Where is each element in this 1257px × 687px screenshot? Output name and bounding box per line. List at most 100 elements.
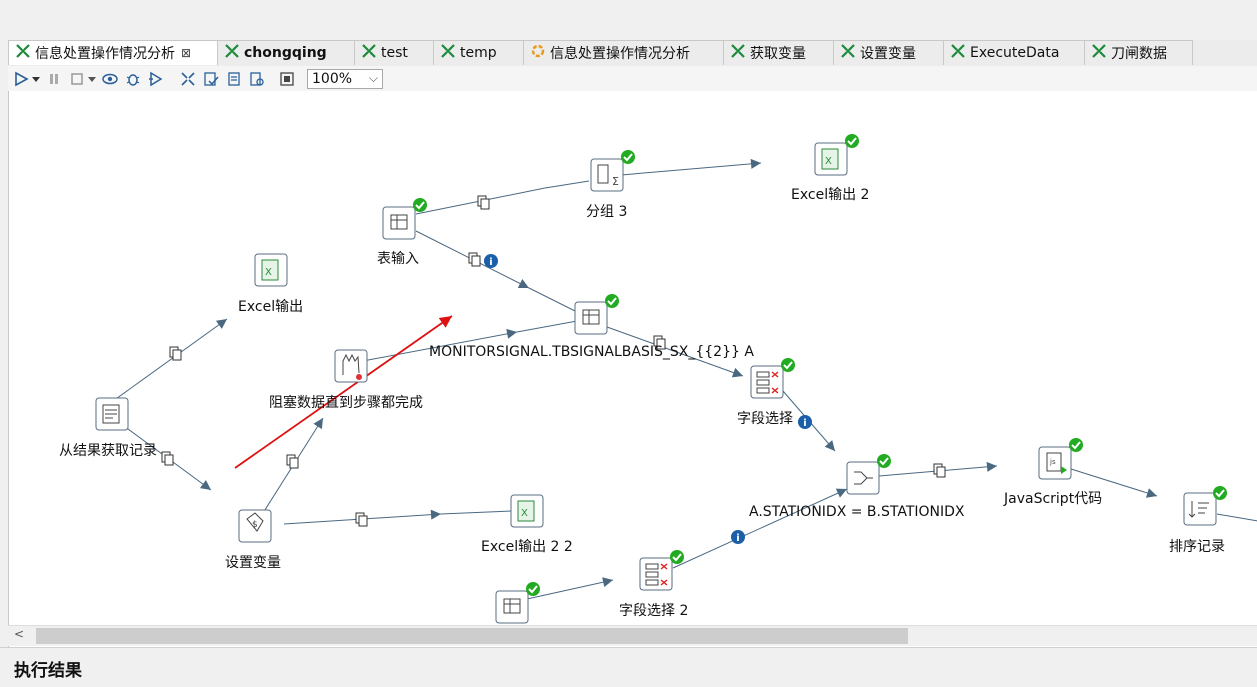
step-label: 字段选择	[737, 411, 793, 427]
step-label: 表输入	[377, 251, 419, 267]
hop-layer: i i i Σ X X	[95, 134, 1257, 624]
left-edge	[0, 40, 8, 647]
tab-8[interactable]: 刀闸数据	[1085, 40, 1193, 65]
svg-text:js: js	[1049, 458, 1056, 466]
show-results-icon[interactable]	[277, 69, 297, 89]
hop-line[interactable]	[112, 318, 228, 402]
tab-label: 获取变量	[750, 46, 806, 62]
red-annotation-arrow	[234, 315, 453, 469]
step-table-input[interactable]	[382, 198, 427, 240]
tab-6[interactable]: 设置变量	[834, 40, 944, 65]
tab-1[interactable]: chongqing	[218, 40, 355, 65]
transformation-icon	[15, 43, 31, 63]
tab-7[interactable]: ExecuteData	[944, 40, 1085, 65]
preview-icon[interactable]	[100, 69, 120, 89]
step-db-join[interactable]	[574, 294, 619, 335]
step-set-variables[interactable]: $	[238, 509, 272, 543]
transformation-icon	[730, 43, 746, 63]
zoom-select[interactable]: 100% ⌵	[307, 68, 383, 89]
scrollbar-thumb[interactable]	[36, 628, 908, 644]
step-label: JavaScript代码	[1004, 491, 1103, 507]
step-sort-rows[interactable]	[1183, 486, 1227, 526]
tab-label: 设置变量	[860, 46, 916, 62]
step-excel-output[interactable]: X	[510, 494, 544, 528]
step-select-values[interactable]	[750, 358, 795, 399]
transformation-icon	[440, 43, 456, 63]
tab-2[interactable]: test	[355, 40, 434, 65]
tab-4[interactable]: 信息处置操作情况分析	[524, 40, 724, 65]
step-label: Excel输出	[238, 299, 304, 315]
step-javascript[interactable]: js	[1038, 438, 1083, 480]
transformation-icon	[224, 43, 240, 63]
job-icon	[530, 43, 546, 63]
svg-text:X: X	[825, 156, 832, 167]
copy-hop-icon	[161, 195, 946, 527]
tab-0[interactable]: 信息处置操作情况分析 ⊠	[8, 40, 218, 65]
step-group[interactable]: Σ	[590, 150, 635, 192]
zoom-value: 100%	[312, 70, 353, 87]
tab-5[interactable]: 获取变量	[724, 40, 834, 65]
chevron-down-icon: ⌵	[368, 70, 378, 85]
transformation-icon	[361, 43, 377, 63]
step-table-input[interactable]	[495, 582, 540, 624]
step-label: Excel输出 2 2	[481, 539, 573, 555]
tab-label: temp	[460, 45, 497, 61]
step-select-values[interactable]	[639, 550, 684, 591]
close-icon[interactable]: ⊠	[181, 46, 192, 60]
step-excel-output[interactable]: X	[254, 253, 288, 287]
transformation-toolbar: 100% ⌵	[8, 66, 1257, 92]
stop-icon[interactable]	[67, 69, 87, 89]
hop-line[interactable]	[362, 328, 518, 362]
svg-text:$: $	[252, 520, 258, 530]
tab-3[interactable]: temp	[434, 40, 524, 65]
run-icon[interactable]	[11, 69, 31, 89]
hop-line[interactable]	[672, 488, 848, 569]
transformation-icon	[840, 43, 856, 63]
pause-icon[interactable]	[44, 69, 64, 89]
explore-db-icon[interactable]	[247, 69, 267, 89]
hop-line[interactable]	[526, 577, 614, 600]
transformation-icon	[950, 43, 966, 63]
step-label: 设置变量	[225, 555, 281, 571]
hop-line[interactable]	[620, 158, 762, 176]
hop-line[interactable]	[1070, 468, 1158, 498]
results-title: 执行结果	[14, 661, 82, 681]
info-icon: i i i	[484, 254, 812, 544]
svg-text:i: i	[489, 257, 492, 268]
execution-results-panel: 执行结果	[0, 647, 1257, 687]
svg-text:Σ: Σ	[612, 175, 619, 188]
sql-icon[interactable]	[224, 69, 244, 89]
debug-icon[interactable]	[123, 69, 143, 89]
transformation-canvas[interactable]: i i i Σ X X	[8, 91, 1257, 647]
step-label: A.STATIONIDX = B.STATIONIDX	[749, 504, 965, 520]
svg-text:X: X	[521, 508, 528, 519]
step-merge-join[interactable]	[846, 454, 891, 495]
tab-label: 信息处置操作情况分析	[35, 46, 175, 62]
impact-icon[interactable]	[201, 69, 221, 89]
tab-label: ExecuteData	[970, 45, 1060, 61]
step-label: MONITORSIGNAL.TBSIGNALBASIS_SX_{{2}} A	[429, 344, 754, 360]
editor-tabs: 信息处置操作情况分析 ⊠ chongqing test temp 信息处置操作情…	[8, 40, 1257, 67]
chevron-left-icon[interactable]: <	[14, 627, 25, 641]
step-excel-output[interactable]: X	[814, 134, 859, 176]
transformation-icon	[1091, 43, 1107, 63]
horizontal-scrollbar[interactable]: <	[8, 625, 1257, 646]
step-label: 字段选择 2	[619, 603, 689, 619]
tab-label: chongqing	[244, 45, 327, 61]
hop-line[interactable]	[606, 326, 744, 378]
replay-icon[interactable]	[146, 69, 166, 89]
step-label: 排序记录	[1169, 539, 1225, 555]
svg-text:X: X	[265, 267, 272, 278]
step-get-rows-from-result[interactable]	[95, 397, 129, 431]
stop-dropdown-icon[interactable]	[87, 69, 97, 89]
step-label: 分组 3	[586, 204, 628, 220]
step-label: 从结果获取记录	[59, 443, 157, 459]
svg-text:i: i	[803, 418, 806, 429]
step-block-until-done[interactable]	[334, 349, 368, 383]
verify-icon[interactable]	[178, 69, 198, 89]
step-label: Excel输出 2	[791, 187, 870, 203]
tab-label: test	[381, 45, 408, 61]
tab-label: 信息处置操作情况分析	[550, 46, 690, 62]
run-dropdown-icon[interactable]	[31, 69, 41, 89]
window-top-band	[0, 0, 1257, 40]
